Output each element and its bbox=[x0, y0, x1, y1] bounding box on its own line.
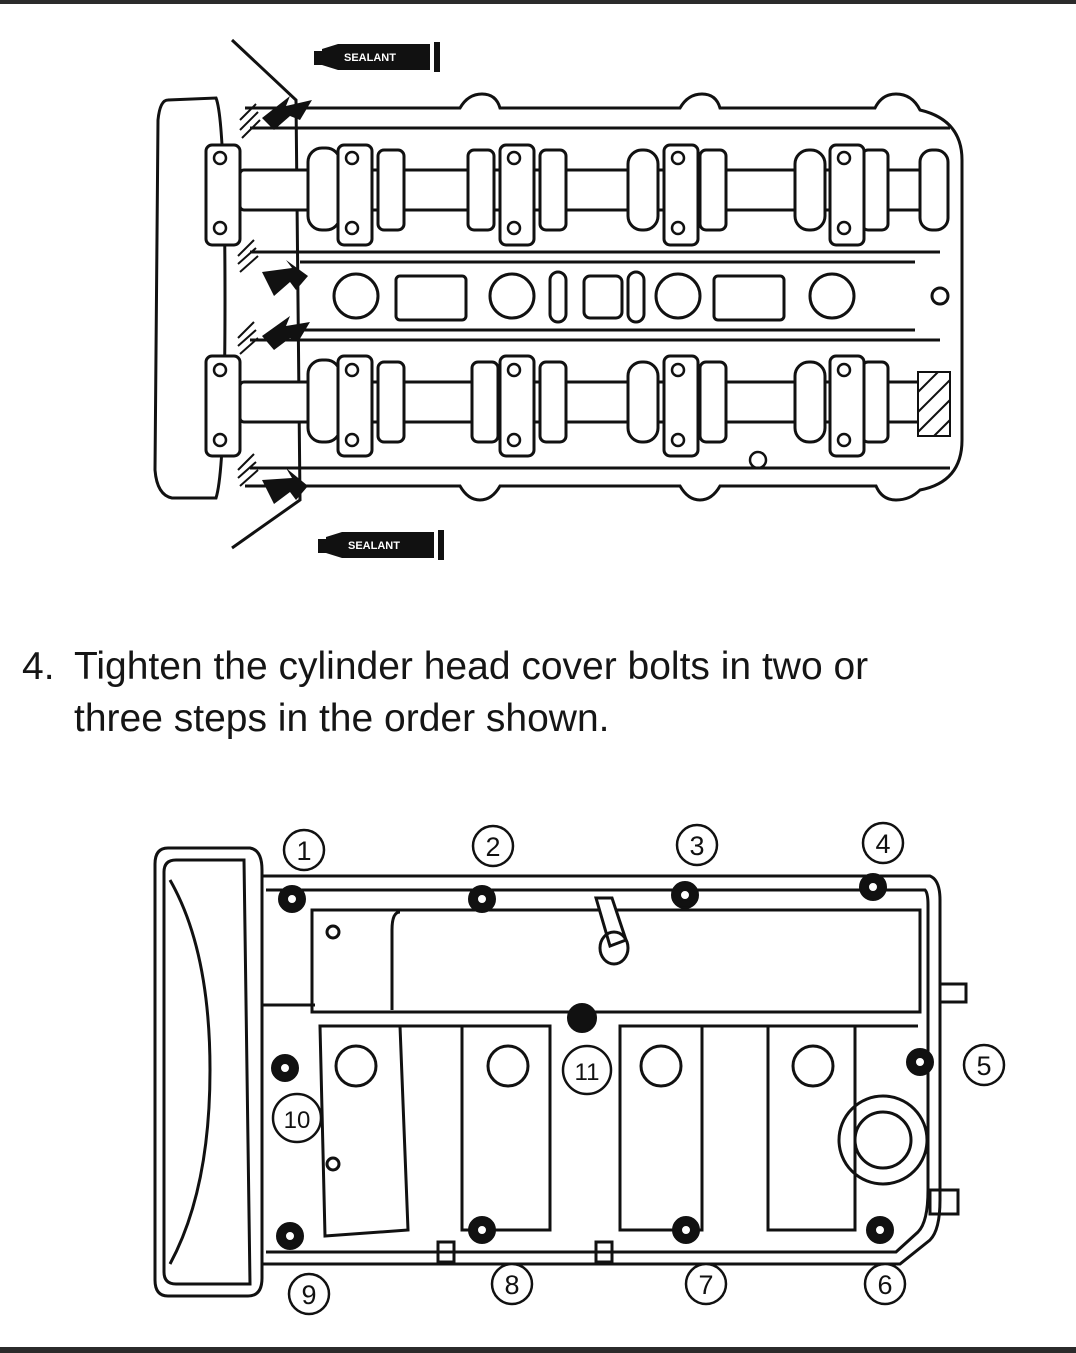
bolt-order-callouts bbox=[271, 821, 1006, 1316]
cover-outline bbox=[262, 874, 942, 1266]
bolt-order-3: 3 bbox=[689, 831, 704, 861]
cover-end-inner bbox=[162, 858, 252, 1286]
lower-camshaft bbox=[204, 354, 942, 458]
plug-holes bbox=[325, 924, 835, 1172]
upper-camshaft bbox=[204, 143, 950, 247]
front-gasket-outline bbox=[230, 38, 302, 550]
cover-end-outer bbox=[153, 846, 264, 1298]
bolt-order-10: 10 bbox=[284, 1107, 311, 1134]
bolt-order-1: 1 bbox=[296, 836, 311, 866]
top-border bbox=[0, 0, 1076, 4]
camshaft-sealant-diagram: SEALANT SEALANT bbox=[153, 38, 964, 560]
bolt-order-7: 7 bbox=[698, 1270, 713, 1300]
step-number: 4. bbox=[22, 645, 55, 688]
sealant-arrows bbox=[262, 96, 312, 504]
instruction-line-2: three steps in the order shown. bbox=[74, 697, 610, 740]
cylinder-head-outline bbox=[245, 92, 964, 502]
sealant-tube-bottom: SEALANT bbox=[318, 530, 444, 560]
bolt-order-8: 8 bbox=[504, 1270, 519, 1300]
bolt-order-2: 2 bbox=[485, 832, 500, 862]
sealant-tube-top: SEALANT bbox=[314, 42, 440, 72]
cover-bolts bbox=[271, 873, 934, 1250]
bolt-order-6: 6 bbox=[877, 1270, 892, 1300]
sealant-label-top: SEALANT bbox=[344, 52, 396, 64]
bolt-order-4: 4 bbox=[875, 829, 890, 859]
bolt-order-5: 5 bbox=[976, 1051, 991, 1081]
spark-plug-wells bbox=[332, 270, 950, 324]
bolt-order-9: 9 bbox=[301, 1280, 316, 1310]
instruction-line-1: Tighten the cylinder head cover bolts in… bbox=[74, 645, 869, 688]
bolt-order-11: 11 bbox=[575, 1059, 600, 1086]
sealant-label-bottom: SEALANT bbox=[348, 540, 400, 552]
sealant-areas bbox=[237, 103, 261, 487]
bottom-border bbox=[0, 1347, 1076, 1353]
